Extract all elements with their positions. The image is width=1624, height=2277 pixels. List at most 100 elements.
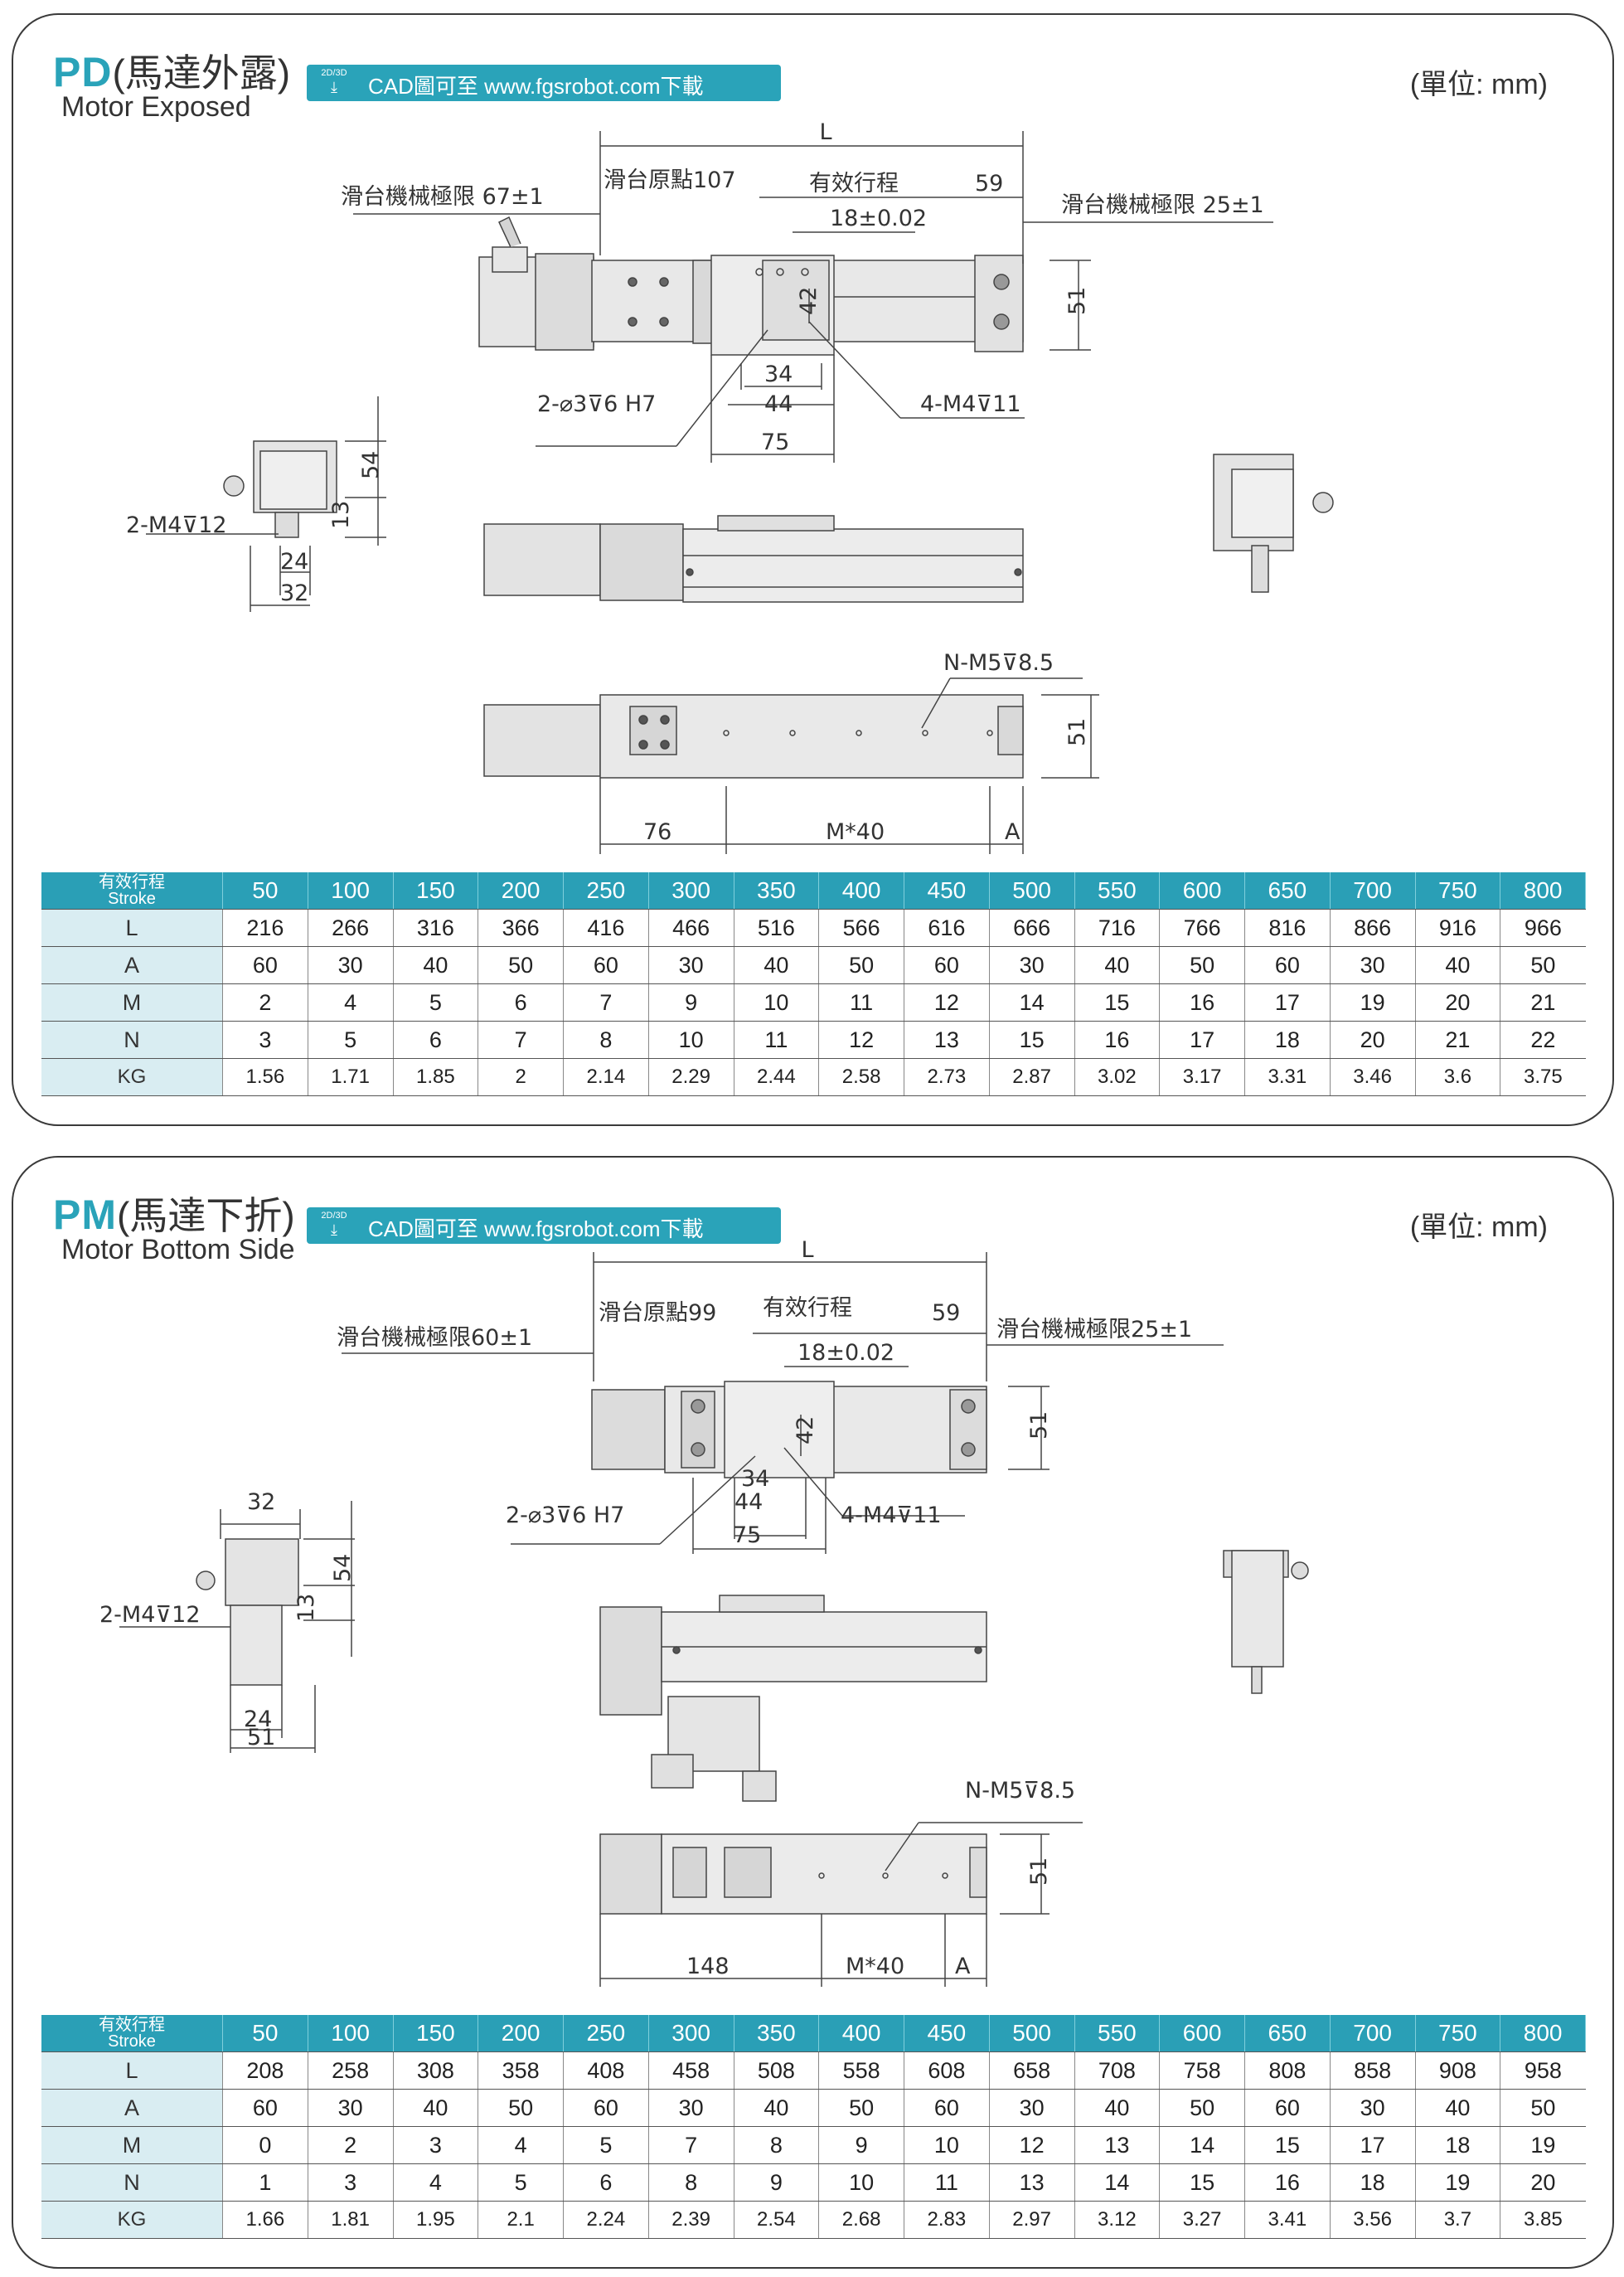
download-icon: 2D/3D⤓ xyxy=(321,1211,347,1238)
table-cell: 50 xyxy=(1500,946,1586,984)
dim-24: 24 xyxy=(280,549,308,575)
table-cell: 216 xyxy=(222,909,308,947)
right-limit-label: 滑台機械極限 25±1 xyxy=(1061,192,1264,218)
dim-13: 13 xyxy=(293,1594,319,1622)
table-cell: 816 xyxy=(1244,909,1331,947)
table-cell: 14 xyxy=(989,983,1075,1022)
table-cell: 0 xyxy=(222,2126,308,2164)
bottom-tap-label: N-M5⊽8.5 xyxy=(943,650,1054,676)
table-cell: 13 xyxy=(989,2163,1075,2202)
cad-download-text: CAD圖可至 www.fgsrobot.com下載 xyxy=(368,74,704,99)
table-cell: 2.29 xyxy=(648,1058,734,1096)
table-cell: 15 xyxy=(1074,983,1161,1022)
cad-download-banner[interactable]: 2D/3D⤓ CAD圖可至 www.fgsrobot.com下載 xyxy=(307,65,781,101)
top-view xyxy=(342,1252,1224,1554)
table-cell: 666 xyxy=(989,909,1075,947)
table-cell: 1.95 xyxy=(393,2201,479,2239)
table-cell: 308 xyxy=(393,2051,479,2090)
dim-M40: M*40 xyxy=(826,819,885,845)
pitch-dim: 18±0.02 xyxy=(830,206,927,231)
table-cell: 5 xyxy=(478,2163,564,2202)
table-cell: 150 xyxy=(393,872,479,910)
table-cell: 30 xyxy=(1330,2089,1416,2127)
dim-32: 32 xyxy=(247,1489,275,1515)
cad-download-text: CAD圖可至 www.fgsrobot.com下載 xyxy=(368,1216,704,1241)
dim-44: 44 xyxy=(734,1489,763,1515)
table-cell: 7 xyxy=(478,1021,564,1059)
table-cell: 800 xyxy=(1500,872,1586,910)
table-cell: 10 xyxy=(818,2163,904,2202)
table-cell: 3.46 xyxy=(1330,1058,1416,1096)
table-cell: 60 xyxy=(222,2089,308,2127)
row-label: KG xyxy=(41,1058,223,1096)
table-cell: 60 xyxy=(1244,946,1331,984)
table-cell: 1.71 xyxy=(308,1058,394,1096)
table-cell: 3 xyxy=(393,2126,479,2164)
dim-54: 54 xyxy=(358,451,384,479)
table-cell: 300 xyxy=(648,2015,734,2052)
table-cell: 150 xyxy=(393,2015,479,2052)
unit-label: (單位: mm) xyxy=(1409,69,1548,100)
table-cell: 3.56 xyxy=(1330,2201,1416,2239)
cad-download-banner[interactable]: 2D/3D⤓ CAD圖可至 www.fgsrobot.com下載 xyxy=(307,1207,781,1244)
end-dim: 59 xyxy=(975,171,1003,197)
table-cell: 16 xyxy=(1244,2163,1331,2202)
table-cell: 508 xyxy=(734,2051,820,2090)
table-cell: 708 xyxy=(1074,2051,1161,2090)
table-cell: 50 xyxy=(1159,946,1245,984)
table-row: L 208 258 308 358 408 458 508 558 608 65… xyxy=(41,2051,1586,2090)
dim-44: 44 xyxy=(764,391,793,417)
table-cell: 700 xyxy=(1330,872,1416,910)
pin-holes-label: 2-⌀3⊽6 H7 xyxy=(506,1503,624,1528)
table-cell: 3.6 xyxy=(1415,1058,1501,1096)
model-name-en: Motor Exposed xyxy=(61,91,251,123)
dim-42: 42 xyxy=(793,1416,818,1444)
dim-51: 51 xyxy=(1064,287,1090,315)
dim-34: 34 xyxy=(741,1466,769,1492)
pin-holes-label: 2-⌀3⊽6 H7 xyxy=(537,391,656,417)
table-cell: 11 xyxy=(904,2163,990,2202)
table-cell: 400 xyxy=(818,2015,904,2052)
table-cell: 6 xyxy=(563,2163,649,2202)
table-cell: 3 xyxy=(308,2163,394,2202)
table-cell: 2.54 xyxy=(734,2201,820,2239)
table-cell: 40 xyxy=(393,946,479,984)
dim-24: 24 xyxy=(244,1707,272,1732)
table-row: A 60 30 40 50 60 30 40 50 60 30 40 50 60… xyxy=(41,946,1586,984)
table-cell: 10 xyxy=(734,983,820,1022)
table-cell: 1.81 xyxy=(308,2201,394,2239)
table-cell: 60 xyxy=(563,946,649,984)
table-row: N 1 3 4 5 6 8 9 10 11 13 14 15 16 18 19 … xyxy=(41,2163,1586,2202)
row-label: KG xyxy=(41,2201,223,2239)
dim-75: 75 xyxy=(761,430,789,455)
table-cell: 12 xyxy=(989,2126,1075,2164)
table-cell: 5 xyxy=(563,2126,649,2164)
table-cell: 50 xyxy=(818,946,904,984)
table-row: A 60 30 40 50 60 30 40 50 60 30 40 50 60… xyxy=(41,2089,1586,2127)
table-cell: 750 xyxy=(1415,872,1501,910)
table-cell: 8 xyxy=(563,1021,649,1059)
table-cell: 40 xyxy=(734,946,820,984)
table-cell: 616 xyxy=(904,909,990,947)
dim-13: 13 xyxy=(328,501,354,529)
table-cell: 8 xyxy=(648,2163,734,2202)
table-cell: 858 xyxy=(1330,2051,1416,2090)
table-cell: 2.83 xyxy=(904,2201,990,2239)
table-cell: 2.44 xyxy=(734,1058,820,1096)
dim-M40: M*40 xyxy=(846,1954,904,1979)
table-cell: 3.41 xyxy=(1244,2201,1331,2239)
table-cell: 13 xyxy=(904,1021,990,1059)
front-view xyxy=(483,515,1024,603)
table-cell: 650 xyxy=(1244,2015,1331,2052)
table-cell: 7 xyxy=(563,983,649,1022)
table-cell: 600 xyxy=(1159,872,1245,910)
table-cell: 30 xyxy=(989,946,1075,984)
table-cell: 18 xyxy=(1244,1021,1331,1059)
table-cell: 358 xyxy=(478,2051,564,2090)
table-cell: 658 xyxy=(989,2051,1075,2090)
table-row: L 216 266 316 366 416 466 516 566 616 66… xyxy=(41,909,1586,947)
front-view xyxy=(599,1595,987,1802)
